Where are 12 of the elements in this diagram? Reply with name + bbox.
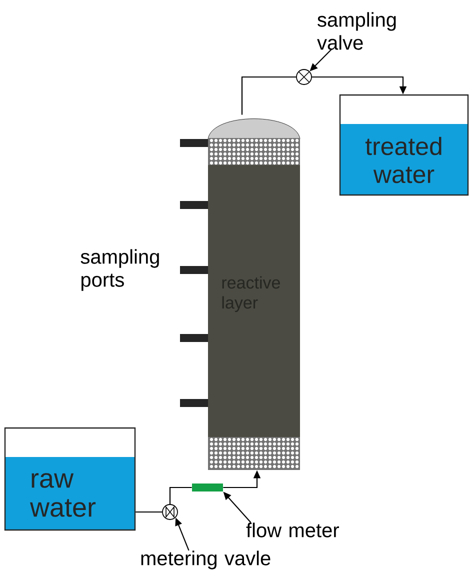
callout-label: flow meter (246, 522, 339, 538)
valve-symbol (296, 69, 312, 85)
raw-water-tank: raw water (4, 427, 136, 531)
pipe (241, 76, 296, 115)
flow-meter (192, 484, 223, 492)
part-label: sampling ports (80, 249, 159, 291)
callout-label: metering vavle (141, 550, 270, 570)
callout-label: sampling valve (317, 12, 396, 50)
treated-water-tank: treated water (339, 94, 469, 196)
pipe (169, 486, 192, 504)
valve-symbol (162, 504, 178, 520)
pipe (136, 511, 162, 513)
